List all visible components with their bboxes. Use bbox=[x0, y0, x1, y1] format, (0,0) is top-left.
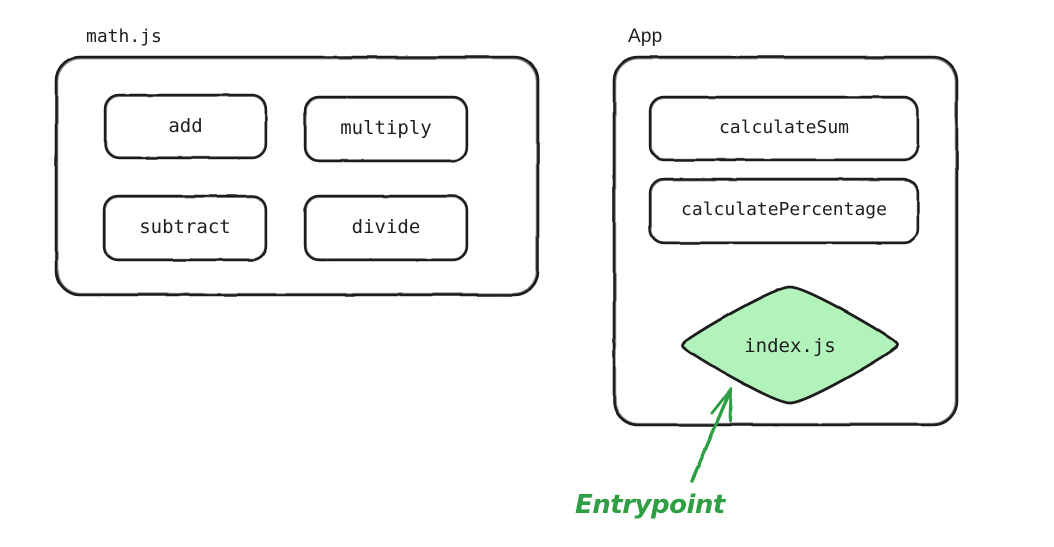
entrypoint-arrow bbox=[690, 387, 733, 483]
node-label-add: add bbox=[168, 115, 203, 137]
node-label-calculate-percentage: calculatePercentage bbox=[681, 199, 887, 220]
node-label-divide: divide bbox=[351, 216, 421, 238]
node-label-calculate-sum: calculateSum bbox=[718, 117, 850, 138]
node-box-subtract[interactable] bbox=[102, 194, 268, 262]
node-label-index-js: index.js bbox=[744, 335, 836, 357]
node-box-calculate-percentage[interactable] bbox=[648, 177, 920, 245]
node-label-subtract: subtract bbox=[139, 216, 231, 238]
group-title-app: App bbox=[628, 26, 663, 47]
annotation-label-entrypoint: Entrypoint bbox=[575, 490, 725, 520]
node-box-divide[interactable] bbox=[303, 194, 469, 262]
node-label-multiply: multiply bbox=[340, 117, 432, 139]
node-box-calculate-sum[interactable] bbox=[648, 95, 920, 162]
group-frame-app bbox=[612, 55, 959, 427]
group-frame-math-js bbox=[54, 55, 540, 297]
group-title-math-js: math.js bbox=[86, 26, 162, 47]
node-box-add[interactable] bbox=[103, 93, 268, 160]
node-box-multiply[interactable] bbox=[303, 95, 469, 163]
node-diamond-index-js[interactable] bbox=[681, 285, 899, 405]
